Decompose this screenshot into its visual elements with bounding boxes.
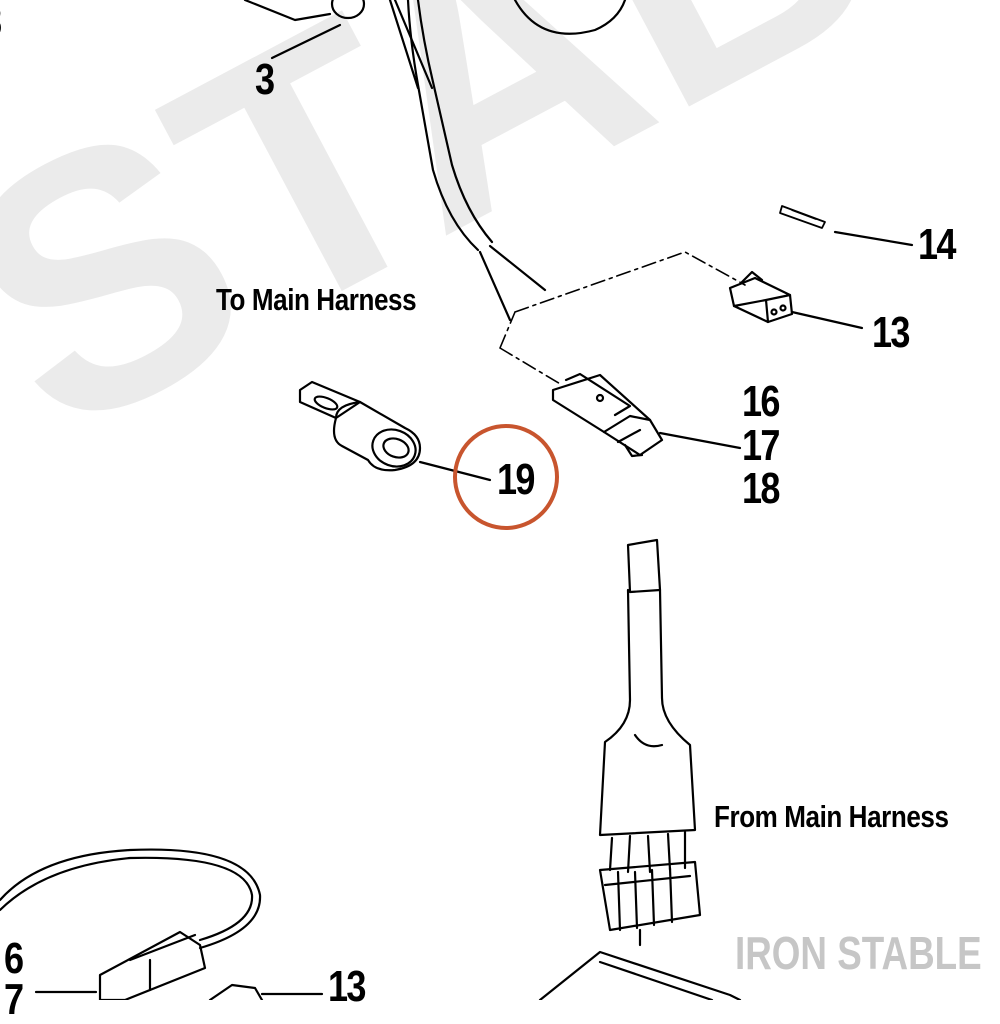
- terminal-part-14: [780, 206, 825, 228]
- callout-18: 18: [742, 467, 779, 511]
- bottom-tray: [540, 952, 740, 1000]
- connector-part-16-17-18: [553, 374, 662, 456]
- callout-16: 16: [742, 380, 779, 424]
- callout-3: 3: [255, 58, 273, 102]
- callout-7: 7: [4, 978, 22, 1022]
- harness-connector-main: [600, 540, 700, 945]
- connector-part-13-bottom: [210, 985, 262, 1000]
- callout-17: 17: [742, 424, 779, 468]
- callout-13-bottom: 13: [328, 965, 365, 1009]
- bottom-left-cable-assembly: [0, 850, 260, 1000]
- leader-line-14: [835, 232, 912, 245]
- connector-part-13-top: [730, 272, 792, 322]
- label-to-main-harness: To Main Harness: [216, 283, 416, 317]
- callout-19: 19: [497, 458, 534, 502]
- leader-line-16-17-18: [660, 433, 740, 448]
- callout-14: 14: [918, 223, 955, 267]
- watermark-brand: IRON STABLE: [735, 930, 982, 976]
- seal-part-19: [300, 382, 421, 472]
- callout-13-top: 13: [872, 311, 909, 355]
- leader-line-13-top: [792, 312, 862, 328]
- label-from-main-harness: From Main Harness: [714, 800, 949, 834]
- watermark-large: STABLE: [0, 0, 1000, 511]
